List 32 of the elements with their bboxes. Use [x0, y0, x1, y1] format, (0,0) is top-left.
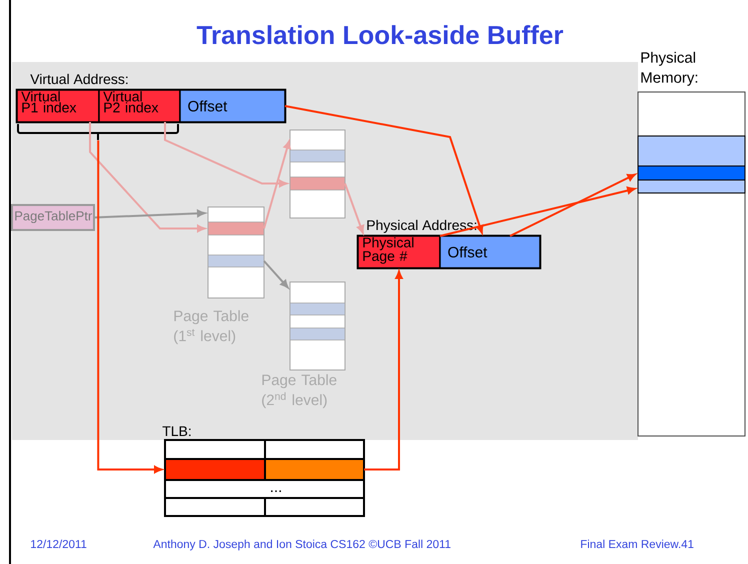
arrow — [97, 140, 162, 474]
arrow — [89, 122, 206, 232]
bracket-stem — [97, 134, 99, 140]
table-entry — [208, 222, 264, 236]
arrow — [94, 210, 206, 218]
title: Translation Look-aside Buffer — [196, 25, 564, 44]
arrow — [364, 270, 403, 470]
footer-date: 12/12/2011 — [31, 540, 86, 548]
ellipsis: ... — [271, 490, 281, 492]
arrow — [263, 140, 291, 229]
table-entry — [290, 176, 346, 190]
table-entry — [290, 302, 346, 316]
arrow — [510, 174, 636, 237]
arrow — [440, 186, 636, 237]
footer-slide-number: Final Exam Review.41 — [581, 540, 694, 548]
pointer-register: PageTablePtr — [11, 204, 95, 231]
tlb-entry — [164, 458, 266, 481]
offset-field: Offset — [179, 89, 286, 123]
page-number-field: Physical Page # — [357, 235, 441, 269]
footer-credit: Anthony D. Joseph and Ion Stoica CS162 ©UCB Fall 2011 — [153, 540, 450, 550]
arrow — [164, 122, 288, 188]
index-field: Virtual P1 index — [16, 89, 100, 123]
arrow — [284, 105, 484, 234]
table-entry — [290, 328, 346, 340]
index-field: Virtual P2 index — [98, 89, 181, 123]
table-entry — [208, 254, 264, 268]
tlb-entry — [264, 458, 365, 481]
arrow — [263, 260, 288, 288]
arrow — [344, 183, 364, 234]
memory-word — [638, 166, 746, 180]
table-entry — [290, 150, 346, 162]
offset-field: Offset — [439, 235, 541, 269]
